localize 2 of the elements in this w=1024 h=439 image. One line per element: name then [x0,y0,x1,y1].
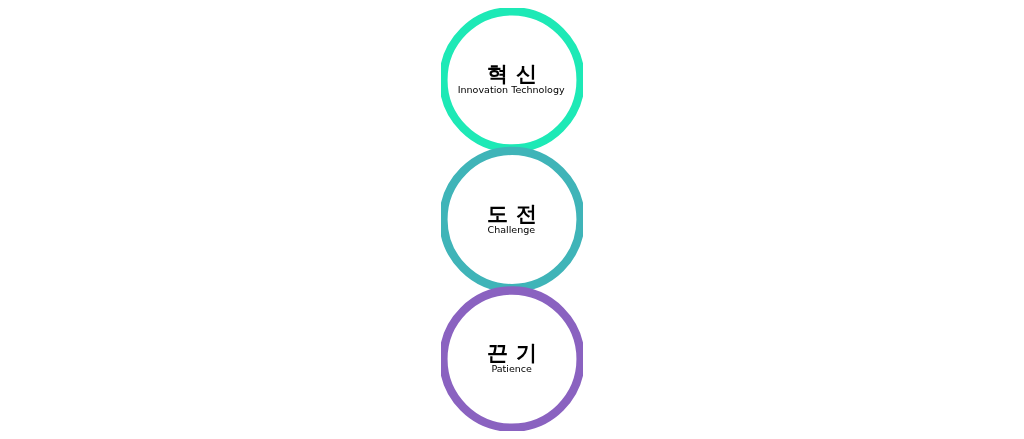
node-circle: 끈 기 Patience [441,286,583,431]
node-circle: 혁 신 Innovation Technology [441,8,583,153]
